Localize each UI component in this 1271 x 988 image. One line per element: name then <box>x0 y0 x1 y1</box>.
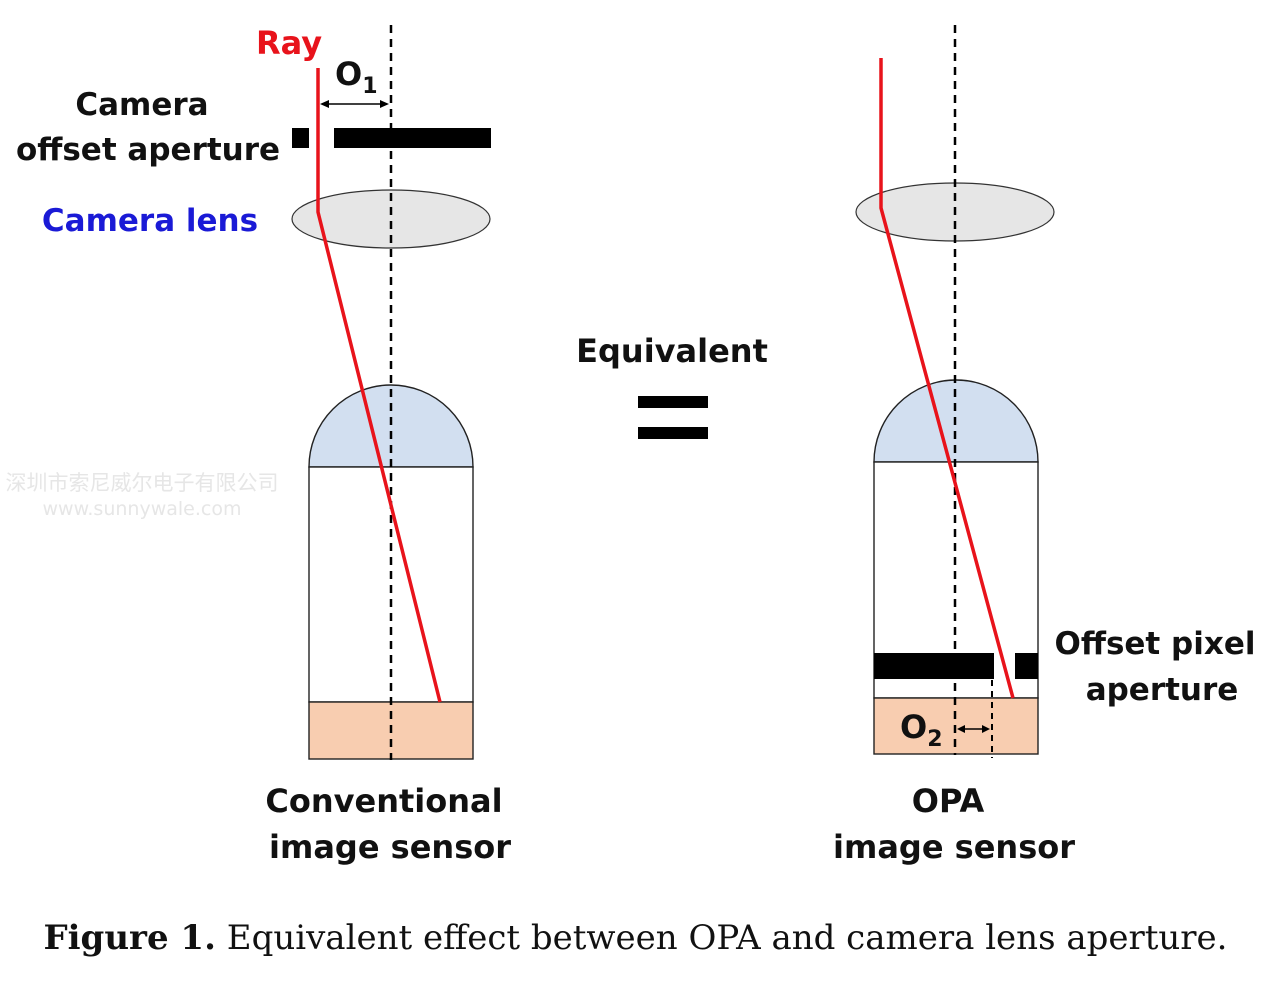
offset-pixel-label-line1: Offset pixel <box>1054 626 1255 662</box>
o2-arrowhead-right <box>982 725 990 733</box>
camera-aperture-label-line1: Camera <box>75 87 208 123</box>
o1-arrowhead-left <box>320 100 329 108</box>
camera-lens-ellipse <box>291 189 491 249</box>
ray-label: Ray <box>256 24 322 62</box>
camera-aperture-label-line2: offset aperture <box>16 132 280 168</box>
pixel-aperture-left-block <box>874 653 994 679</box>
conventional-sensor-group <box>291 25 491 760</box>
o1-label: O1 <box>335 55 378 99</box>
opa-sensor-group <box>855 25 1055 758</box>
camera-aperture-right-block <box>334 128 491 148</box>
ray-right <box>879 58 1015 699</box>
equals-bar-bottom <box>638 427 708 439</box>
pixel-aperture-right-block <box>1015 653 1038 679</box>
figure-caption: Figure 1. Equivalent effect between OPA … <box>0 918 1271 958</box>
opa-label-line1: OPA <box>912 782 985 820</box>
o1-arrowhead-right <box>380 100 389 108</box>
offset-pixel-label-line2: aperture <box>1086 672 1239 708</box>
camera-lens-label: Camera lens <box>42 203 258 239</box>
equals-bar-top <box>638 396 708 408</box>
o2-label: O2 <box>900 708 943 752</box>
microlens <box>308 384 474 468</box>
opa-label-line2: image sensor <box>833 828 1075 866</box>
o2-arrowhead-left <box>957 725 965 733</box>
camera-aperture-left-block <box>292 128 309 148</box>
watermark-text-url: www.sunnywale.com <box>43 498 242 520</box>
ray-left <box>316 68 442 703</box>
equivalent-label: Equivalent <box>576 332 768 370</box>
caption-label: Figure 1. <box>43 918 216 958</box>
watermark-text-cn: 深圳市索尼威尔电子有限公司 <box>6 471 279 495</box>
conventional-label-line1: Conventional <box>265 782 502 820</box>
figure-diagram: 深圳市索尼威尔电子有限公司 www.sunnywale.com Ray O1 C… <box>6 24 1256 866</box>
caption-text: Equivalent effect between OPA and camera… <box>215 918 1228 958</box>
conventional-label-line2: image sensor <box>269 828 511 866</box>
